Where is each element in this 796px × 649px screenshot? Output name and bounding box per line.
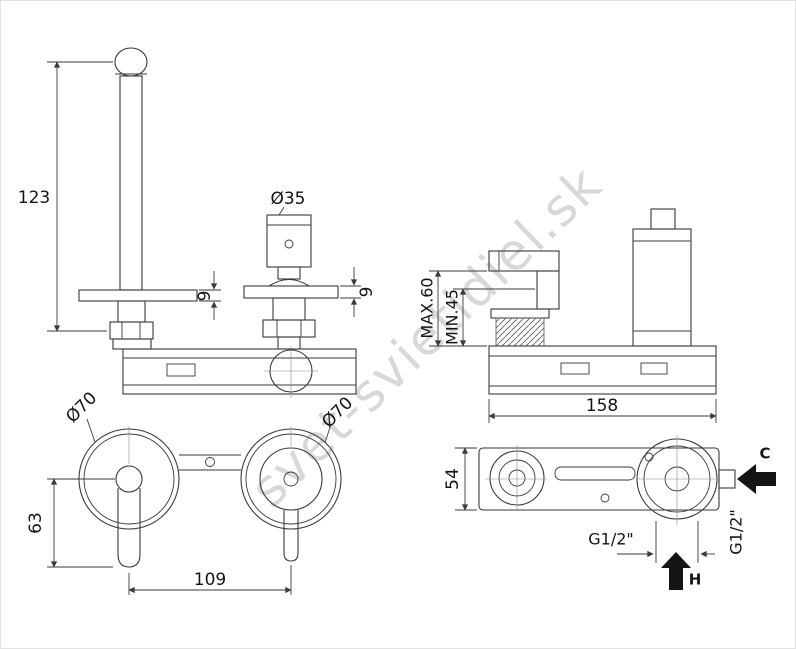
dim-handle-diameter: Ø35	[270, 189, 305, 209]
handle-screw	[284, 239, 294, 249]
mounting-slot	[166, 363, 196, 377]
handle-rosette	[259, 447, 323, 511]
hot-water-label: H	[689, 570, 702, 588]
dim-body-width: 158	[586, 396, 618, 416]
dim-handle-plate-thickness: 9	[357, 287, 377, 298]
cartridge-cap	[650, 208, 676, 230]
mounting-nut	[109, 321, 154, 340]
thread-side-label: G1/2"	[727, 509, 746, 555]
dim-center-distance: 109	[194, 570, 226, 590]
wall-mount-body-side	[122, 346, 357, 398]
spout-tip	[117, 553, 141, 568]
spout-escutcheon-side	[78, 289, 198, 302]
aerator-mesh	[114, 47, 148, 77]
thread-bottom-label: G1/2"	[588, 530, 634, 549]
mounting-slot-back	[554, 466, 636, 481]
dim-spout-height: 123	[18, 188, 50, 208]
lever-tip	[283, 552, 299, 562]
dim-body-height: 54	[443, 468, 463, 490]
hot-water-arrow	[661, 552, 691, 590]
dim-spout-plate-thickness: 9	[195, 291, 215, 302]
dim-min-depth: MIN.45	[443, 289, 462, 345]
depth-side-view: MAX.60 MIN.45 158	[418, 208, 717, 423]
dim-max-depth: MAX.60	[418, 277, 437, 338]
cold-inlet-stub	[718, 469, 736, 489]
cold-water-label: C	[759, 444, 770, 462]
spout-tube-side	[488, 250, 560, 272]
cartridge-housing	[632, 228, 692, 347]
handle-knob	[266, 214, 312, 268]
wall-section-hatch	[495, 317, 545, 347]
handle-escutcheon-side	[243, 285, 339, 299]
rough-in-bar	[122, 348, 357, 395]
back-view: 54 C G1/2" G1/2" H	[443, 435, 776, 590]
spout-side-view: 123 9	[18, 47, 221, 350]
spout-tube	[119, 75, 143, 291]
handle-side-view: Ø35 9	[243, 189, 377, 350]
cold-water-arrow	[737, 464, 776, 494]
dim-spout-drop: 63	[26, 512, 46, 534]
dim-left-escutcheon-diameter: Ø70	[62, 388, 101, 427]
rough-in-bar-side	[488, 345, 717, 395]
spout-base	[115, 465, 143, 493]
